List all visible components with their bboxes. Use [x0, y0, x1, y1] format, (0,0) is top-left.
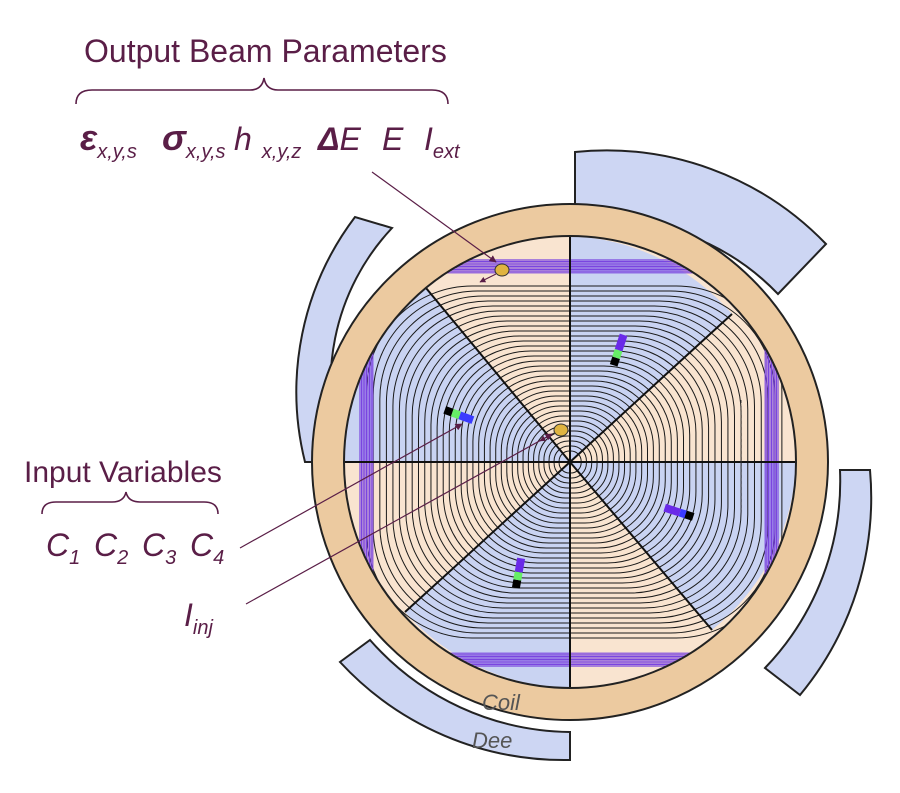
- c1-symbol: C: [46, 527, 70, 563]
- sector-lines: [344, 236, 796, 688]
- c3-symbol: C: [142, 527, 166, 563]
- h-subscript: x,y,z: [261, 141, 302, 163]
- svg-text:C4: C4: [190, 527, 224, 569]
- svg-text:ΔE: ΔE: [317, 121, 361, 157]
- delta-e-symbol: E: [339, 121, 361, 157]
- injection-current-subscript: inj: [193, 617, 214, 639]
- svg-text:εx,y,s: εx,y,s: [80, 117, 137, 163]
- c2-subscript: 2: [116, 547, 128, 569]
- output-params-title: Output Beam Parameters: [84, 33, 447, 69]
- trim-coil-c2: [609, 333, 628, 367]
- sigma-symbol: σ: [162, 117, 188, 158]
- svg-text:σx,y,s: σx,y,s: [162, 117, 226, 163]
- injection-current: Iinj: [184, 597, 213, 639]
- c4-subscript: 4: [213, 547, 224, 569]
- coil-label: Coil: [482, 690, 521, 715]
- hill-sector-top-left: [344, 288, 570, 462]
- output-params-brace: [75, 77, 449, 105]
- c1-subscript: 1: [69, 547, 80, 569]
- c3-subscript: 3: [165, 547, 176, 569]
- dee-right: [763, 469, 873, 697]
- emittance-subscript: x,y,s: [96, 141, 137, 163]
- c4-symbol: C: [190, 527, 214, 563]
- leader-lines: [239, 171, 553, 605]
- magnet-sectors: [344, 236, 796, 688]
- injected-beam-marker: [553, 423, 569, 437]
- h-symbol: h: [234, 121, 252, 157]
- svg-text:C1: C1: [46, 527, 80, 569]
- input-vars-formula: C1 C2 C3 C4: [46, 527, 224, 569]
- dee-label: Dee: [472, 728, 512, 753]
- energy-symbol: E: [382, 121, 404, 157]
- svg-text:hx,y,z: h x,y,z: [234, 121, 301, 163]
- emittance-symbol: ε: [80, 117, 98, 158]
- input-vars-brace: [41, 491, 219, 515]
- delta-symbol: Δ: [317, 121, 339, 157]
- injection-current-symbol: I: [184, 597, 193, 633]
- input-vars-title: Input Variables: [24, 456, 222, 489]
- trim-coil-c4: [511, 557, 526, 589]
- svg-text:Iext: Iext: [424, 121, 461, 163]
- svg-text:C2: C2: [94, 527, 128, 569]
- dee-plates: [295, 149, 873, 762]
- dee-bottom: [338, 638, 571, 762]
- c2-symbol: C: [94, 527, 118, 563]
- sigma-subscript: x,y,s: [185, 141, 226, 163]
- extracted-current-subscript: ext: [433, 141, 461, 163]
- trim-coil-c1: [443, 406, 475, 424]
- hill-sector-top-right: [570, 236, 732, 462]
- extracted-beam-marker: [494, 263, 510, 277]
- hill-sector-bottom-right: [570, 462, 796, 630]
- svg-text:C3: C3: [142, 527, 176, 569]
- extracted-current-symbol: I: [424, 121, 433, 157]
- trim-coil-c3: [663, 503, 695, 521]
